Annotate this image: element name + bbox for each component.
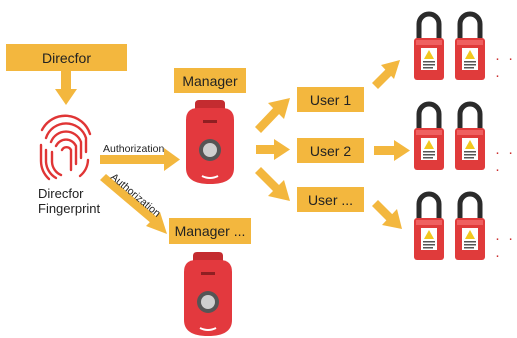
padlock-icon bbox=[455, 194, 485, 260]
arrow-user3-to-locks bbox=[372, 200, 402, 229]
fingerprint-label-line2: Fingerprint bbox=[38, 201, 101, 216]
more-indicator: · · · bbox=[495, 230, 516, 264]
arrow-fingerprint-to-manager2 bbox=[100, 174, 167, 234]
fingerprint-label-line1: Direcfor bbox=[38, 186, 84, 201]
padlock-icon bbox=[455, 104, 485, 170]
padlock-icon bbox=[455, 14, 485, 80]
manager-device-icon-2 bbox=[183, 251, 233, 337]
arrow-manager-to-user3 bbox=[255, 167, 290, 201]
more-indicator: · · · bbox=[495, 50, 516, 84]
padlock-icon bbox=[414, 104, 444, 170]
arrow-user1-to-locks bbox=[372, 60, 400, 89]
padlock-icon bbox=[414, 194, 444, 260]
authorization-label-1: Authorization bbox=[103, 143, 164, 155]
user-box: User 2 bbox=[297, 138, 364, 163]
authorization-label-2: Authorization bbox=[108, 171, 163, 220]
user-box: User 1 bbox=[297, 87, 364, 112]
manager-box-2: Manager ... bbox=[169, 218, 251, 244]
manager-box: Manager bbox=[174, 68, 246, 93]
arrow-manager-to-user1 bbox=[255, 98, 290, 133]
arrow-manager-to-user2 bbox=[256, 139, 290, 160]
arrow-user2-to-locks bbox=[374, 140, 410, 161]
fingerprint-icon bbox=[39, 114, 92, 181]
more-indicator: · · · bbox=[495, 144, 516, 178]
arrow-source-to-fingerprint bbox=[55, 71, 77, 105]
user-box: User ... bbox=[297, 187, 364, 212]
arrow-fingerprint-to-manager bbox=[100, 148, 180, 171]
padlock-icon bbox=[414, 14, 444, 80]
source-box: Direcfor bbox=[6, 44, 127, 71]
manager-device-icon bbox=[185, 99, 235, 185]
